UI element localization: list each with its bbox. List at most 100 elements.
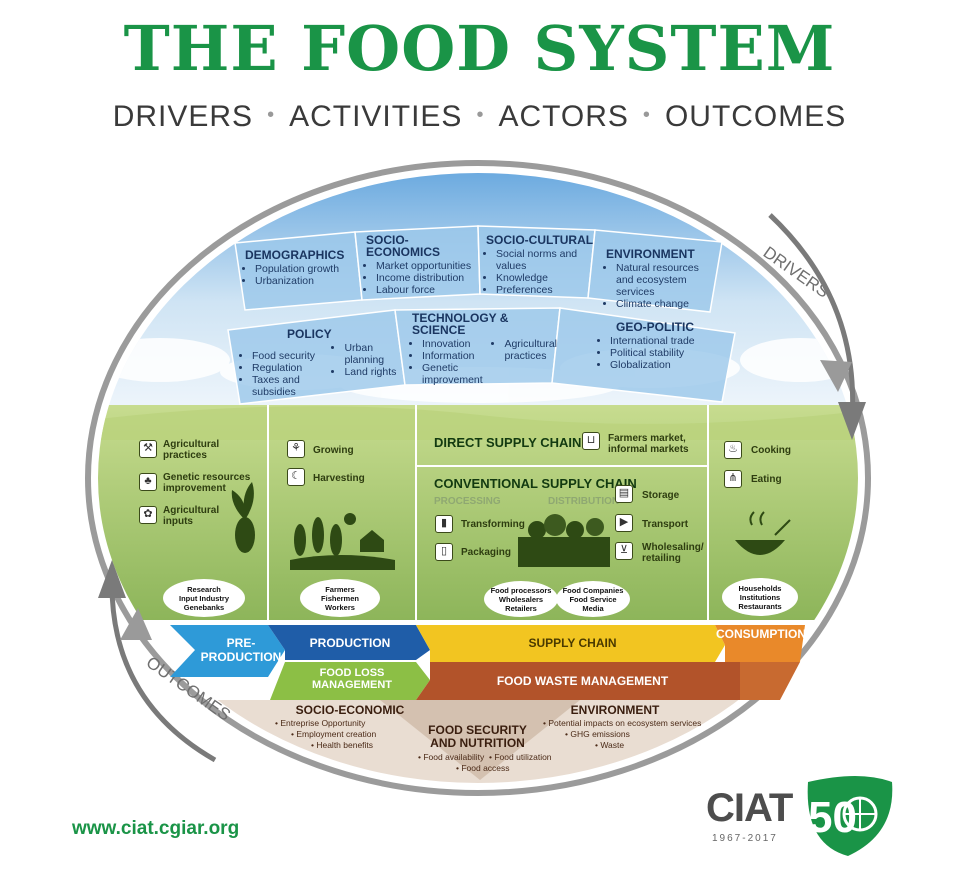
ciat-logo-emblem: 50	[800, 774, 896, 860]
warehouse-icon: ▤	[615, 485, 633, 503]
driver-title: TECHNOLOGY & SCIENCE	[412, 311, 509, 337]
actor-label: Media	[582, 603, 604, 613]
leaf-icon	[807, 776, 893, 856]
driver-item: Taxes and subsidies	[252, 374, 328, 398]
drivers-arrow-head-2	[820, 360, 852, 392]
driver-item: Preferences	[496, 284, 596, 296]
driver-item: Regulation	[252, 362, 328, 374]
outcome-item-text: Food access	[461, 763, 510, 773]
shopping-cart-icon: ⊻	[615, 542, 633, 560]
box-geo-politic	[551, 307, 736, 403]
activity-transport: Transport	[642, 519, 689, 530]
band-pre-production	[170, 625, 285, 677]
outcome-item: • Food availability • Food utilization	[418, 752, 552, 762]
subtitle-drivers: DRIVERS	[112, 100, 254, 133]
subtitle-separator: •	[642, 104, 651, 126]
actors-production: Farmers Fishermen Workers	[300, 579, 380, 617]
activity-farmers-market: Farmers market, informal markets	[608, 433, 689, 455]
band-food-loss-label: FOOD LOSS MANAGEMENT	[311, 667, 393, 691]
actor-label: Research	[187, 584, 221, 594]
website-link[interactable]: www.ciat.cgiar.org	[72, 818, 240, 839]
outcome-food-security-title: FOOD SECURITY AND NUTRITION	[428, 723, 527, 750]
driver-geo-politic: GEO-POLITIC International trade Politica…	[600, 321, 725, 371]
driver-title: DEMOGRAPHICS	[245, 248, 345, 262]
outcome-environment-title: ENVIRONMENT	[570, 703, 660, 717]
band-consumption-label: CONSUMPTION	[716, 627, 806, 641]
band-food-loss	[270, 662, 430, 700]
actor-label: Retailers	[505, 603, 537, 613]
driver-item: practices	[504, 350, 547, 362]
driver-policy: POLICY Food security Regulation Taxes an…	[242, 328, 402, 398]
outcome-item-text: Health benefits	[316, 740, 374, 750]
fork-knife-icon: ⋔	[724, 470, 742, 488]
driver-items: Urban planning Land rights	[334, 342, 402, 398]
drivers-arrow	[768, 213, 856, 421]
actors-processing: Food processors Wholesalers Retailers	[484, 581, 558, 617]
field-hills	[98, 406, 858, 440]
actor-label: Households	[738, 583, 782, 593]
driver-items: Social norms and values Knowledge Prefer…	[486, 248, 596, 296]
driver-item: Market opportunities	[376, 260, 481, 272]
outcome-item: • Food access	[456, 763, 510, 773]
outcome-item-text: Potential impacts on ecosystem services	[548, 718, 702, 728]
sickle-icon: ☾	[287, 468, 305, 486]
driver-item: Political stability	[610, 347, 725, 359]
ciat-logo-text: CIAT	[706, 786, 793, 830]
band-consumption-waste	[740, 662, 800, 700]
actors-consumption: Households Institutions Restaurants	[722, 578, 798, 616]
outcome-item-text: Food availability	[423, 752, 485, 762]
driver-items: International trade Political stability …	[600, 335, 725, 371]
driver-item: Knowledge	[496, 272, 596, 284]
cooking-pot-icon: ♨	[724, 441, 742, 459]
outcomes-arrow-head-2	[120, 608, 152, 640]
driver-environment: ENVIRONMENT Natural resources and ecosys…	[606, 248, 718, 310]
driver-technology-science: TECHNOLOGY & SCIENCE Innovation Informat…	[412, 312, 557, 386]
driver-item: Natural resources	[616, 262, 718, 274]
driver-item: Population growth	[255, 263, 355, 275]
driver-items: Market opportunities Income distribution…	[366, 260, 481, 296]
driver-title: SOCIO-ECONOMICS	[366, 233, 441, 259]
driver-item: Climate change	[616, 298, 718, 310]
ciat-logo-years: 1967-2017	[712, 833, 778, 844]
outcome-item-text: Food utilization	[494, 752, 552, 762]
driver-item: Income distribution	[376, 272, 481, 284]
actors-pre-production: Research Input Industry Genebanks	[163, 579, 245, 617]
subtitle-outcomes: OUTCOMES	[664, 100, 847, 133]
driver-item: Globalization	[610, 359, 725, 371]
driver-title: ENVIRONMENT	[606, 247, 695, 261]
outcome-item-text: Employment creation	[296, 729, 377, 739]
activity-genetic-resources: Genetic resources improvement	[163, 472, 251, 494]
driver-item: Social norms and values	[496, 248, 596, 272]
actor-label: Food Service	[569, 594, 617, 604]
activity-growing: Growing	[313, 445, 354, 456]
actor-label: Genebanks	[183, 602, 225, 612]
outcome-item: • Health benefits	[311, 740, 374, 750]
subtitle-actors: ACTORS	[498, 100, 629, 133]
processing-label: PROCESSING	[434, 496, 501, 507]
package-icon: ▯	[435, 543, 453, 561]
outcome-item-text: Entreprise Opportunity	[280, 718, 366, 728]
band-production-label: PRODUCTION	[309, 636, 391, 650]
actor-label: Input Industry	[179, 593, 229, 603]
outcomes-triangle	[380, 700, 580, 780]
outcome-item-text: GHG emissions	[570, 729, 630, 739]
outcome-food-security-items: • Food availability • Food utilization •…	[418, 752, 552, 774]
ciat-logo-number: 50	[808, 793, 857, 842]
driver-title: GEO-POLITIC	[616, 320, 694, 334]
driver-items: Population growth Urbanization	[245, 263, 355, 287]
actor-label: Food processors	[490, 585, 552, 595]
driver-boxes	[227, 225, 736, 405]
driver-item: Land rights	[344, 366, 402, 378]
tree-icon: ♣	[139, 473, 157, 491]
page-subtitle: DRIVERS•ACTIVITIES•ACTORS•OUTCOMES	[0, 100, 959, 134]
driver-title: SOCIO-CULTURAL	[486, 233, 594, 247]
subtitle-separator: •	[267, 104, 276, 126]
activity-packaging: Packaging	[461, 547, 512, 558]
band-pre-production-label: PRE- PRODUCTION	[200, 636, 282, 664]
driver-item: Innovation	[422, 338, 488, 350]
activity-agricultural-practices: Agricultural practices	[163, 439, 220, 461]
activity-cooking: Cooking	[751, 445, 791, 456]
driver-item: Urbanization	[255, 275, 355, 287]
activity-wholesaling-retailing: Wholesaling/ retailing	[642, 542, 704, 564]
